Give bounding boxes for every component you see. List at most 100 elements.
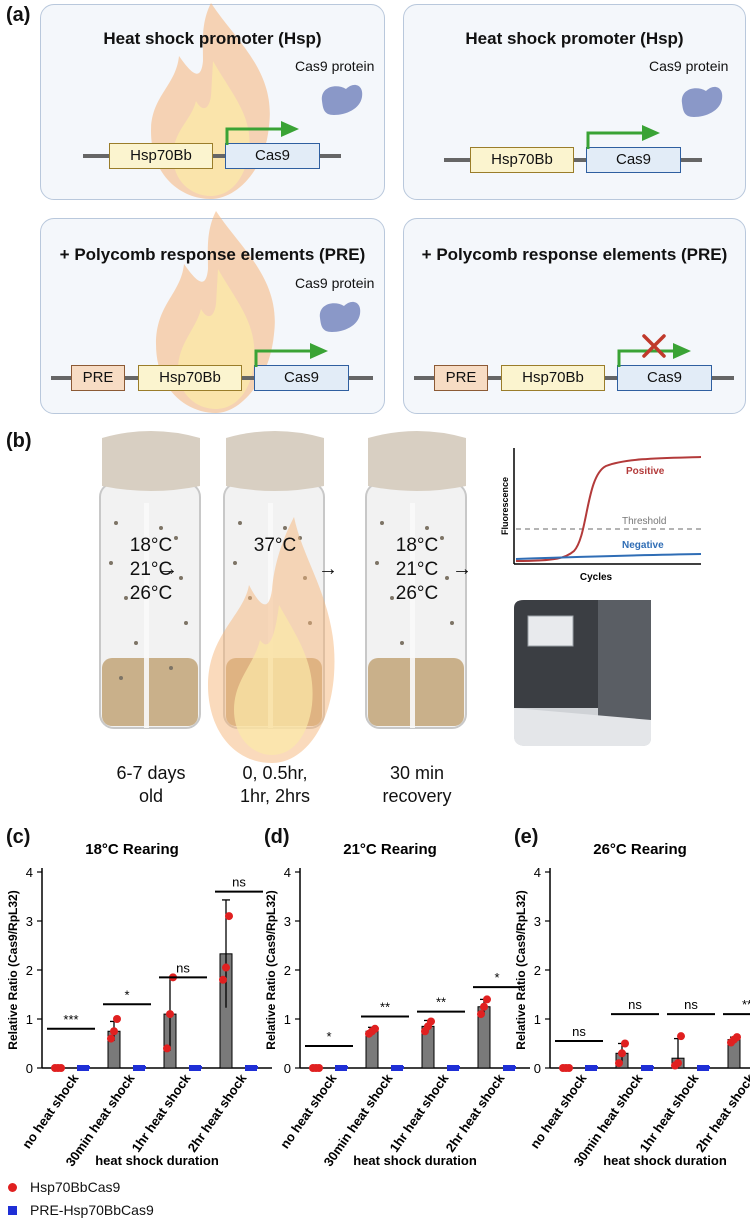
gene-cas9: Cas9: [225, 143, 320, 169]
point-pre-hsp70bbcas9: [589, 1065, 597, 1071]
legend-label: Hsp70BbCas9: [30, 1179, 121, 1195]
gene-cas9: Cas9: [586, 147, 681, 173]
category-label: no heat shock: [19, 1070, 82, 1151]
y-tick-label: 3: [534, 914, 541, 929]
category-label: no heat shock: [527, 1070, 590, 1151]
y-tick-label: 4: [534, 865, 541, 880]
point-pre-hsp70bbcas9: [701, 1065, 709, 1071]
y-tick-label: 3: [284, 914, 291, 929]
legend-label: PRE-Hsp70BbCas9: [30, 1202, 154, 1218]
significance-label: ***: [63, 1012, 78, 1027]
point-hsp70bbcas9: [427, 1017, 435, 1026]
legend-dot-red: [8, 1183, 17, 1192]
point-hsp70bbcas9: [483, 995, 491, 1004]
gene-cas9: Cas9: [617, 365, 712, 391]
qpcr-machine-icon: [514, 600, 651, 746]
positive-curve: [515, 456, 702, 562]
y-tick-label: 2: [534, 963, 541, 978]
y-axis-label: Relative Ratio (Cas9/RpL32): [6, 890, 20, 1049]
caption-recovery: 30 min recovery: [382, 763, 452, 806]
significance-label: ns: [232, 875, 246, 890]
arrow-icon: →: [452, 558, 472, 580]
heatshock-temp: 37°C: [253, 535, 297, 556]
gene-pre: PRE: [434, 365, 488, 391]
category-label: 2hr heat shock: [185, 1070, 250, 1154]
point-pre-hsp70bbcas9: [395, 1065, 403, 1071]
point-hsp70bbcas9: [371, 1024, 379, 1033]
threshold-label: Threshold: [622, 516, 666, 527]
arrow-icon: →: [318, 558, 338, 580]
significance-label: ns: [572, 1024, 586, 1039]
category-label: 2hr heat shock: [693, 1070, 750, 1154]
transcription-arrow-icon: [254, 343, 328, 367]
panel-label-a: (a): [6, 4, 31, 26]
point-pre-hsp70bbcas9: [507, 1065, 515, 1071]
point-pre-hsp70bbcas9: [249, 1065, 257, 1071]
category-label: 1hr heat shock: [387, 1070, 452, 1154]
transcription-arrow-icon: [225, 121, 299, 145]
significance-label: ns: [684, 997, 698, 1012]
significance-label: **: [436, 995, 446, 1010]
cas9-protein-label: Cas9 protein: [649, 58, 729, 74]
point-pre-hsp70bbcas9: [645, 1065, 653, 1071]
hsp-title: Heat shock promoter (Hsp): [465, 29, 684, 48]
gene-cas9: Cas9: [254, 365, 349, 391]
qpcr-y-label: Fluorescence: [500, 477, 510, 535]
flame-icon: [208, 517, 335, 763]
negative-curve: [515, 553, 702, 560]
significance-label: ns: [628, 997, 642, 1012]
cas9-protein-label: Cas9 protein: [295, 58, 375, 74]
point-hsp70bbcas9: [674, 1059, 682, 1068]
point-hsp70bbcas9: [315, 1064, 323, 1072]
point-hsp70bbcas9: [733, 1033, 741, 1042]
y-tick-label: 1: [534, 1012, 541, 1027]
cas9-protein-icon: [319, 301, 361, 332]
point-hsp70bbcas9: [113, 1015, 121, 1023]
cas9-protein-icon: [681, 86, 723, 117]
significance-label: *: [494, 970, 499, 985]
qpcr-x-label: Cycles: [580, 572, 613, 583]
panel-label-d: (d): [264, 826, 290, 848]
pre-title: + Polycomb response elements (PRE): [59, 245, 366, 264]
point-hsp70bbcas9: [618, 1049, 626, 1058]
fly-vial-rearing: [99, 431, 201, 729]
significance-label: **: [380, 1000, 390, 1015]
point-pre-hsp70bbcas9: [81, 1065, 89, 1071]
y-tick-label: 4: [284, 865, 291, 880]
rearing-temps: 18°C 21°C 26°C: [129, 535, 173, 604]
chart-title: 18°C Rearing: [85, 841, 179, 858]
chart-title: 26°C Rearing: [593, 841, 687, 858]
panel-label-e: (e): [514, 826, 539, 848]
y-tick-label: 2: [26, 963, 33, 978]
pre-heat-panel: + Polycomb response elements (PRE) Cas9 …: [40, 211, 385, 414]
point-hsp70bbcas9: [222, 963, 230, 972]
point-pre-hsp70bbcas9: [339, 1065, 347, 1071]
caption-age: 6-7 days old: [116, 763, 186, 806]
point-hsp70bbcas9: [107, 1034, 115, 1043]
qpcr-amplification-plot: Positive Threshold Negative Cycles Fluor…: [500, 448, 702, 583]
caption-duration: 0, 0.5hr, 1hr, 2hrs: [239, 763, 311, 806]
category-label: 1hr heat shock: [129, 1070, 194, 1154]
significance-label: *: [326, 1029, 331, 1044]
chart-title: 21°C Rearing: [343, 841, 437, 858]
cas9-protein-icon: [321, 84, 363, 115]
gene-pre: PRE: [71, 365, 125, 391]
point-pre-hsp70bbcas9: [193, 1065, 201, 1071]
y-tick-label: 1: [26, 1012, 33, 1027]
y-axis-label: Relative Ratio (Cas9/RpL32): [264, 890, 278, 1049]
transcription-arrow-icon: [586, 125, 660, 149]
point-hsp70bbcas9: [110, 1027, 118, 1036]
point-hsp70bbcas9: [621, 1039, 629, 1048]
category-label: 1hr heat shock: [637, 1070, 702, 1154]
fly-vial-recovery: [365, 431, 467, 729]
pre-title: + Polycomb response elements (PRE): [421, 245, 728, 264]
y-tick-label: 3: [26, 914, 33, 929]
arrow-icon: →: [158, 558, 178, 580]
point-hsp70bbcas9: [225, 912, 233, 921]
y-axis-label: Relative Ratio (Cas9/RpL32): [514, 890, 528, 1049]
y-tick-label: 0: [284, 1061, 291, 1076]
y-tick-label: 2: [284, 963, 291, 978]
panel-label-b: (b): [6, 430, 32, 452]
significance-label: ns: [176, 960, 190, 975]
